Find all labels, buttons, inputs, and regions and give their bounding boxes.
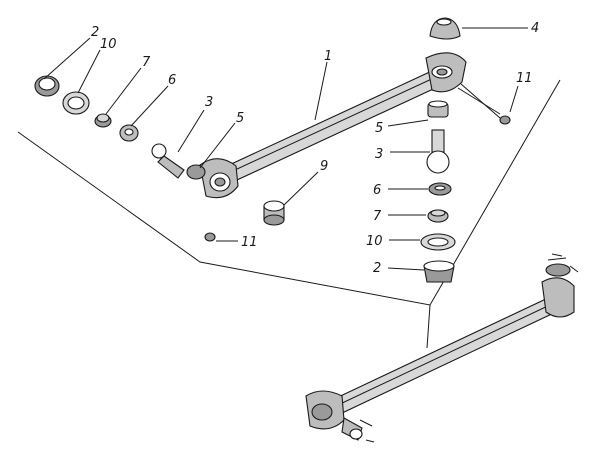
protective-cap-right bbox=[429, 17, 528, 40]
callout-7-right: 7 bbox=[373, 209, 382, 224]
spring-right bbox=[388, 209, 449, 223]
callout-10-left: 10 bbox=[100, 37, 117, 52]
liner-right bbox=[387, 100, 449, 127]
leader-1 bbox=[314, 61, 328, 121]
spring-left bbox=[94, 67, 142, 128]
bushing bbox=[263, 171, 319, 226]
callout-7-left: 7 bbox=[142, 55, 151, 70]
callout-11-left: 11 bbox=[241, 235, 258, 250]
callout-5-right: 5 bbox=[375, 121, 383, 136]
callout-6-right: 6 bbox=[373, 183, 381, 198]
callout-3-right: 3 bbox=[375, 147, 383, 162]
liner-left bbox=[186, 122, 236, 180]
callout-3-left: 3 bbox=[205, 95, 213, 110]
tie-rod-end-left bbox=[199, 158, 239, 199]
assembled-tie-rod bbox=[305, 253, 579, 443]
callout-labels: 2 10 7 6 3 5 1 4 11 5 3 9 6 7 10 2 11 bbox=[91, 21, 539, 276]
callout-1: 1 bbox=[324, 49, 332, 64]
callout-5-left: 5 bbox=[236, 111, 244, 126]
grease-fitting-right bbox=[457, 83, 519, 125]
sealing-ring-left bbox=[62, 49, 101, 115]
tie-rod-tube bbox=[213, 69, 445, 187]
protective-cap-right-lower bbox=[387, 260, 455, 283]
callout-11-right: 11 bbox=[516, 71, 533, 86]
callout-2-left: 2 bbox=[91, 25, 99, 40]
ball-pin-right bbox=[390, 129, 450, 174]
washer-right bbox=[388, 182, 452, 196]
callout-9: 9 bbox=[320, 159, 328, 174]
tie-rod-end-right bbox=[425, 52, 467, 93]
protective-cap-left bbox=[34, 37, 91, 97]
callout-6-left: 6 bbox=[168, 73, 176, 88]
callout-2-right: 2 bbox=[373, 261, 381, 276]
sealing-ring-right bbox=[389, 233, 456, 251]
washer-left bbox=[119, 85, 169, 142]
connector-lines bbox=[17, 79, 561, 349]
grease-fitting-left bbox=[204, 232, 238, 242]
callout-10-right: 10 bbox=[366, 234, 383, 249]
callout-4: 4 bbox=[531, 21, 539, 36]
ball-pin-left bbox=[151, 109, 205, 179]
